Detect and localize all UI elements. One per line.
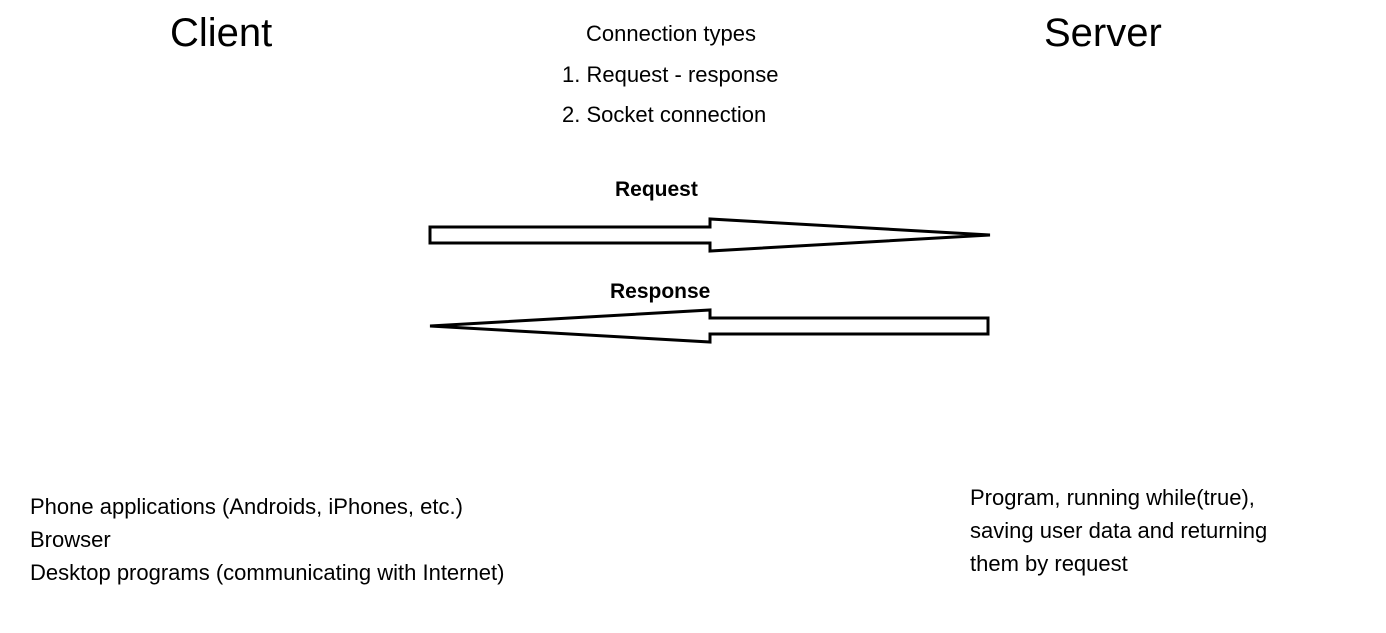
client-examples: Phone applications (Androids, iPhones, e… [30,490,504,589]
connection-types-title: Connection types [586,21,756,46]
connection-type-item: 1. Request - response [562,62,779,87]
client-example-item: Browser [30,527,111,552]
server-description-line: Program, running while(true), [970,485,1255,510]
response-label: Response [610,280,711,303]
server-description-line: them by request [970,551,1128,576]
request-label: Request [615,178,698,201]
server-heading: Server [1044,11,1162,55]
connection-types-list: 1. Request - response 2. Socket connecti… [562,62,778,142]
client-heading: Client [170,11,273,55]
server-description: Program, running while(true), saving use… [970,481,1267,580]
server-description-line: saving user data and returning [970,518,1268,543]
client-example-item: Phone applications (Androids, iPhones, e… [30,494,463,519]
client-example-item: Desktop programs (communicating with Int… [30,560,505,585]
request-arrow [428,217,991,253]
connection-type-item: 2. Socket connection [562,102,767,127]
response-arrow [429,308,990,344]
